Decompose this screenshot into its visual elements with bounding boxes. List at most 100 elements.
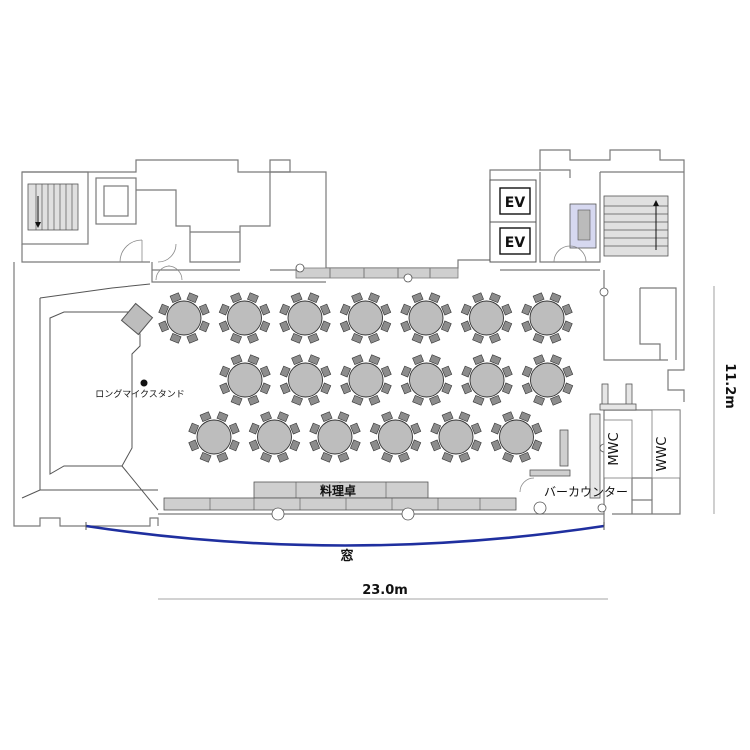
chair [259, 320, 271, 333]
table-top [227, 300, 262, 336]
table-top [257, 419, 292, 455]
chair [412, 354, 424, 366]
buffet-table: 料理卓 [163, 481, 517, 511]
long-mic-stand: ロングマイクスタンド [95, 379, 185, 400]
round-tables [158, 292, 574, 463]
chair [199, 411, 212, 423]
table-top [529, 300, 565, 336]
chair [186, 332, 199, 344]
round-table [490, 411, 543, 463]
chair [441, 365, 453, 378]
round-table [369, 411, 422, 463]
window: 窓 [85, 522, 605, 564]
chair [228, 439, 240, 452]
chair [279, 303, 291, 316]
elevator-label-1: EV [505, 195, 526, 211]
chair [441, 451, 454, 463]
chair [290, 292, 303, 304]
dimension-depth: 11.2m [713, 286, 737, 514]
chair [472, 292, 484, 304]
partition-fixtures [599, 383, 637, 411]
chair [501, 365, 513, 378]
chair [489, 394, 502, 406]
table-top [530, 362, 565, 398]
chair [368, 354, 381, 366]
chair [289, 422, 301, 435]
chair [428, 332, 441, 344]
chair [441, 411, 454, 423]
building-walls [13, 149, 685, 527]
chair [351, 292, 363, 304]
chair [319, 303, 331, 316]
chair [472, 354, 485, 366]
chair [368, 332, 380, 344]
table-top [499, 419, 534, 455]
chair [489, 292, 501, 304]
window-label: 窓 [340, 548, 353, 564]
chair [291, 394, 303, 406]
chair [337, 411, 350, 423]
chair [470, 439, 482, 452]
chair [259, 303, 271, 316]
chair [561, 320, 573, 333]
chair [198, 320, 210, 333]
chair [470, 422, 482, 435]
table-top [408, 300, 444, 336]
chair [308, 394, 320, 406]
chair [339, 303, 351, 316]
table-top [438, 419, 474, 455]
bar-counter-label: バーカウンター [544, 485, 628, 499]
round-table [158, 292, 210, 344]
chair [561, 303, 573, 316]
chair [400, 365, 412, 378]
mic-stand-label: ロングマイクスタンド [95, 388, 185, 400]
stairs-left [27, 183, 79, 231]
chair [461, 382, 473, 395]
table-top [378, 419, 413, 455]
round-table [340, 354, 392, 406]
table-top [196, 419, 232, 455]
chair [430, 422, 442, 435]
table-top [317, 419, 353, 455]
chair [230, 332, 242, 344]
chair [218, 320, 230, 333]
doors [119, 239, 587, 493]
chair [218, 303, 230, 316]
stairs-right [569, 195, 669, 257]
chair [533, 394, 545, 406]
chair [351, 394, 364, 406]
chair [337, 451, 350, 463]
buffet-table-label: 料理卓 [320, 483, 356, 498]
chair [461, 365, 473, 378]
chair [320, 382, 332, 395]
chair [440, 320, 452, 333]
chair [277, 411, 289, 423]
chair [533, 354, 545, 366]
chair [501, 303, 513, 316]
chair [349, 422, 361, 435]
table-top [409, 362, 444, 398]
chair [429, 394, 441, 406]
restroom-men: MWC [603, 419, 633, 479]
chair [260, 411, 272, 423]
chair [247, 394, 260, 406]
chair [398, 411, 410, 423]
chair [489, 332, 501, 344]
chair [549, 332, 562, 344]
round-table [279, 354, 332, 406]
chair [410, 422, 422, 435]
chair [411, 332, 424, 344]
chair [339, 320, 351, 333]
table-top [469, 362, 505, 398]
restroom-women: WWC [651, 409, 681, 479]
chair [340, 365, 352, 378]
chair [248, 422, 260, 435]
chair [410, 439, 422, 452]
chair [412, 394, 424, 406]
table-top [288, 362, 323, 398]
wall-detail-top [295, 267, 459, 279]
chair [369, 422, 381, 435]
chair [198, 303, 210, 316]
chair [368, 292, 380, 304]
